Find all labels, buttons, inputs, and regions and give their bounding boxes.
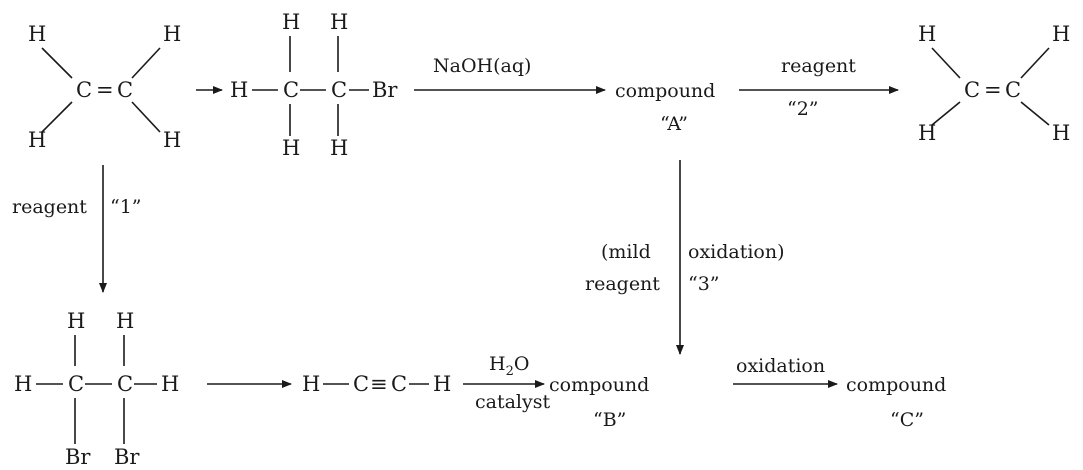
- ethene-right: H H H H C = C: [918, 22, 1070, 145]
- atom-br: Br: [65, 445, 91, 469]
- atom-c: C: [68, 372, 84, 396]
- atom-h: H: [330, 136, 348, 160]
- atom-h: H: [67, 309, 85, 333]
- bond: [41, 101, 73, 133]
- atom-c: C: [76, 78, 92, 102]
- compound-c-label: “C”: [890, 409, 924, 431]
- compound-b-label: “B”: [593, 409, 626, 431]
- bond: [931, 101, 961, 126]
- ethene-left: H H H H C = C: [28, 22, 181, 152]
- bond: [1020, 101, 1050, 126]
- atom-h: H: [230, 78, 248, 102]
- atom-br: Br: [372, 78, 398, 102]
- reagent-1-label: “1”: [110, 196, 142, 218]
- reagent-3-mild: (mild: [601, 241, 651, 263]
- reagent-1-word: reagent: [12, 196, 87, 218]
- atom-c: C: [353, 372, 369, 396]
- reagent-3-word: reagent: [585, 273, 660, 295]
- atom-c: C: [1005, 78, 1021, 102]
- atom-h: H: [330, 10, 348, 34]
- ethyne: H C ≡ C H: [302, 372, 451, 396]
- atom-c: C: [391, 372, 407, 396]
- bromoethane: H C C Br H H H H: [230, 10, 398, 160]
- compound-b-word: compound: [549, 374, 649, 396]
- bond: [41, 47, 73, 79]
- atom-h: H: [302, 372, 320, 396]
- double-bond: =: [96, 78, 114, 102]
- dibromoethane: H C C H H H Br Br: [14, 309, 179, 469]
- atom-h: H: [163, 22, 181, 46]
- reagent-3-label: “3”: [688, 273, 720, 295]
- atom-h: H: [918, 121, 936, 145]
- reagent-oxidation: oxidation: [736, 355, 825, 377]
- reagent-2-word: reagent: [781, 55, 856, 77]
- atom-c: C: [964, 78, 980, 102]
- atom-h: H: [14, 372, 32, 396]
- atom-h: H: [918, 22, 936, 46]
- bond: [1020, 47, 1050, 79]
- atom-h: H: [116, 309, 134, 333]
- compound-c-word: compound: [846, 374, 946, 396]
- atom-h: H: [28, 128, 46, 152]
- atom-c: C: [283, 78, 299, 102]
- compound-a-label: “A”: [660, 113, 688, 135]
- atom-h: H: [163, 128, 181, 152]
- reagent-naoh: NaOH(aq): [433, 55, 531, 77]
- reagent-2-label: “2”: [787, 98, 819, 120]
- bond: [131, 101, 161, 133]
- atom-c: C: [117, 78, 133, 102]
- atom-h: H: [282, 136, 300, 160]
- compound-a-word: compound: [615, 80, 715, 102]
- atom-h: H: [161, 372, 179, 396]
- atom-h: H: [1052, 22, 1070, 46]
- double-bond: =: [984, 78, 1002, 102]
- atom-h: H: [1052, 121, 1070, 145]
- atom-h: H: [28, 22, 46, 46]
- bond: [931, 47, 961, 79]
- reagent-catalyst: catalyst: [475, 391, 550, 413]
- atom-br: Br: [114, 445, 140, 469]
- atom-c: C: [117, 372, 133, 396]
- atom-h: H: [433, 372, 451, 396]
- reagent-3-oxidation: oxidation): [688, 241, 785, 263]
- reagent-h2o: H2O: [489, 353, 529, 379]
- atom-c: C: [331, 78, 347, 102]
- triple-bond: ≡: [370, 372, 388, 396]
- atom-h: H: [282, 10, 300, 34]
- bond: [131, 47, 161, 79]
